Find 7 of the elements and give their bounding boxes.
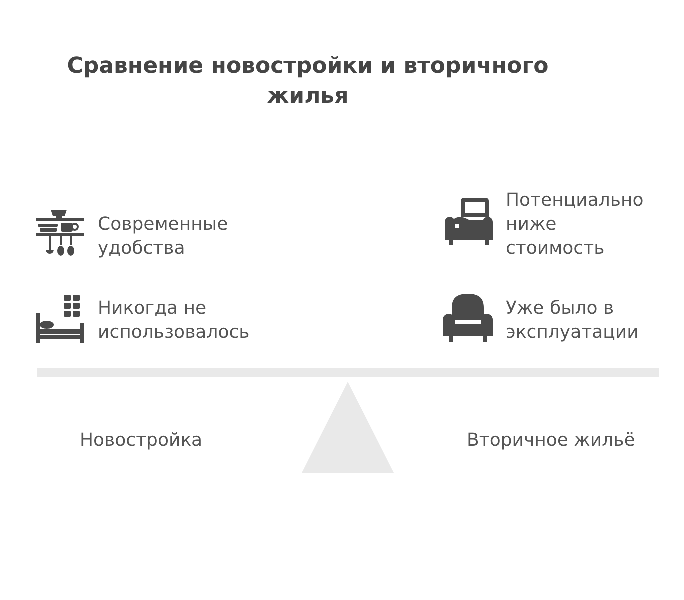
feature-text: Уже было в эксплуатации [506, 297, 640, 345]
feature-text: Современные удобства [98, 213, 230, 261]
title: Сравнение новостройки и вторичного жилья [66, 53, 550, 111]
side-label: Новостройка [80, 429, 204, 453]
side-label: Вторичное жильё [467, 429, 636, 453]
feature-text: Потенциально ниже стоимость [506, 189, 645, 261]
feature-text: Никогда не использовалось [98, 297, 251, 345]
